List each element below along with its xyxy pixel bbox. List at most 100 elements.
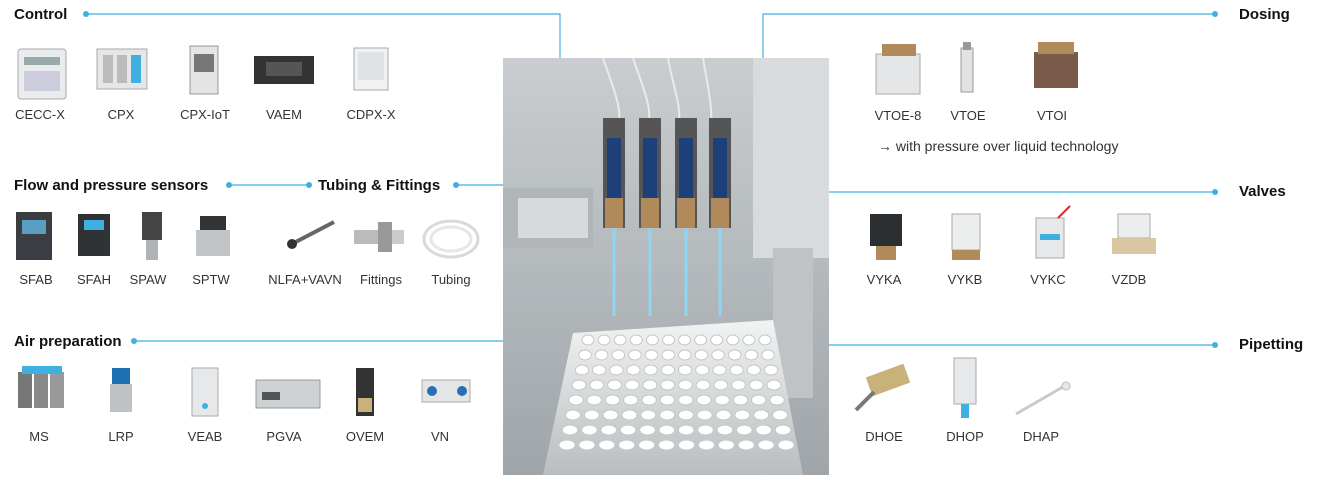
plate-well xyxy=(677,424,695,436)
vtoe-label: VTOE xyxy=(950,108,986,123)
fittings-icon xyxy=(354,222,404,252)
vzdb-label: VZDB xyxy=(1111,272,1147,287)
air-prep-dot xyxy=(131,338,137,344)
plate-well xyxy=(623,394,639,406)
vyka-label: VYKA xyxy=(866,272,902,287)
control-connector xyxy=(86,13,561,58)
dhoe-label: DHOE xyxy=(865,429,903,444)
plate-well xyxy=(695,364,710,376)
plate-well xyxy=(678,349,692,361)
plate-well xyxy=(661,349,675,361)
plate-well xyxy=(772,409,788,421)
plate-well xyxy=(753,409,770,421)
plate-well xyxy=(604,394,621,406)
cecc-x-icon xyxy=(17,48,67,100)
plate-well xyxy=(660,379,676,391)
plate-well xyxy=(717,439,735,451)
plate-well xyxy=(589,379,605,391)
plate-well xyxy=(568,394,584,406)
dosing-note: → with pressure over liquid technology xyxy=(878,138,1119,154)
plate-well xyxy=(742,334,756,346)
vykb-icon xyxy=(951,213,981,260)
plate-well xyxy=(727,349,742,361)
vn-icon xyxy=(421,379,471,403)
dhop-label: DHOP xyxy=(946,429,984,444)
plate-well xyxy=(621,409,638,421)
plate-well xyxy=(581,424,598,436)
spaw-icon xyxy=(142,212,162,260)
vaem-label: VAEM xyxy=(266,107,302,122)
fittings-label: Fittings xyxy=(360,272,402,287)
dosing-dot xyxy=(1212,11,1218,17)
plate-well xyxy=(657,439,676,451)
dhoe-icon xyxy=(854,363,911,412)
plate-well xyxy=(640,409,657,421)
lab-automation-photo xyxy=(503,58,829,475)
plate-well xyxy=(586,394,603,406)
plate-well xyxy=(611,349,626,361)
vtoi-icon xyxy=(1034,42,1078,88)
vykc-label: VYKC xyxy=(1030,272,1066,287)
plate-well xyxy=(757,439,775,451)
plate-well xyxy=(729,364,744,376)
ovem-icon xyxy=(356,368,374,416)
cpx-icon xyxy=(96,48,148,90)
control-dot xyxy=(83,11,89,17)
plate-well xyxy=(697,424,714,436)
cpx-label: CPX xyxy=(107,107,135,122)
valves-heading: Valves xyxy=(1239,183,1286,200)
plate-well xyxy=(643,364,658,376)
plate-well xyxy=(710,334,724,346)
nlfa-vavn-label: NLFA+VAVN xyxy=(268,272,342,287)
plate-well xyxy=(578,439,596,451)
plate-well xyxy=(695,379,711,391)
vykc-icon xyxy=(1035,205,1071,259)
vaem-icon xyxy=(254,56,314,84)
lrp-label: LRP xyxy=(108,429,134,444)
dhap-label: DHAP xyxy=(1022,429,1060,444)
dosing-connector xyxy=(762,13,1215,58)
air-prep-heading: Air preparation xyxy=(14,333,122,350)
plate-well xyxy=(626,364,641,376)
plate-well xyxy=(777,439,795,451)
plate-well xyxy=(565,409,581,421)
plate-well xyxy=(677,394,694,406)
plate-well xyxy=(769,394,785,406)
plate-well xyxy=(694,334,708,346)
plate-well xyxy=(658,424,676,436)
plate-well xyxy=(714,394,730,406)
plate-well xyxy=(755,424,772,436)
dhap-icon xyxy=(1015,381,1071,416)
pipetting-heading: Pipetting xyxy=(1239,336,1304,353)
plate-well xyxy=(561,424,579,436)
vtoi-label: VTOI xyxy=(1036,108,1068,123)
ms-icon xyxy=(18,366,64,408)
plate-well xyxy=(642,379,658,391)
tubing-heading: Tubing & Fittings xyxy=(318,177,441,194)
plate-well xyxy=(744,349,759,361)
spaw-label: SPAW xyxy=(129,272,167,287)
plate-well xyxy=(677,409,694,421)
pgva-label: PGVA xyxy=(266,429,302,444)
plate-well xyxy=(677,439,696,451)
plate-well xyxy=(694,349,709,361)
plate-well xyxy=(737,439,755,451)
plate-well xyxy=(581,334,595,346)
lrp-icon xyxy=(110,368,132,412)
plate-well xyxy=(641,394,657,406)
plate-well xyxy=(763,364,779,376)
plate-well xyxy=(713,379,729,391)
plate-well xyxy=(716,424,734,436)
cdpx-x-label: CDPX-X xyxy=(346,107,396,122)
nlfa-vavn-icon xyxy=(287,220,335,249)
plate-well xyxy=(574,364,590,376)
plate-well xyxy=(734,409,751,421)
sfah-label: SFAH xyxy=(77,272,111,287)
plate-well xyxy=(583,409,600,421)
plate-well xyxy=(639,424,656,436)
plate-well xyxy=(736,424,753,436)
plate-well xyxy=(618,439,636,451)
plate-well xyxy=(600,424,617,436)
plate-well xyxy=(609,364,624,376)
